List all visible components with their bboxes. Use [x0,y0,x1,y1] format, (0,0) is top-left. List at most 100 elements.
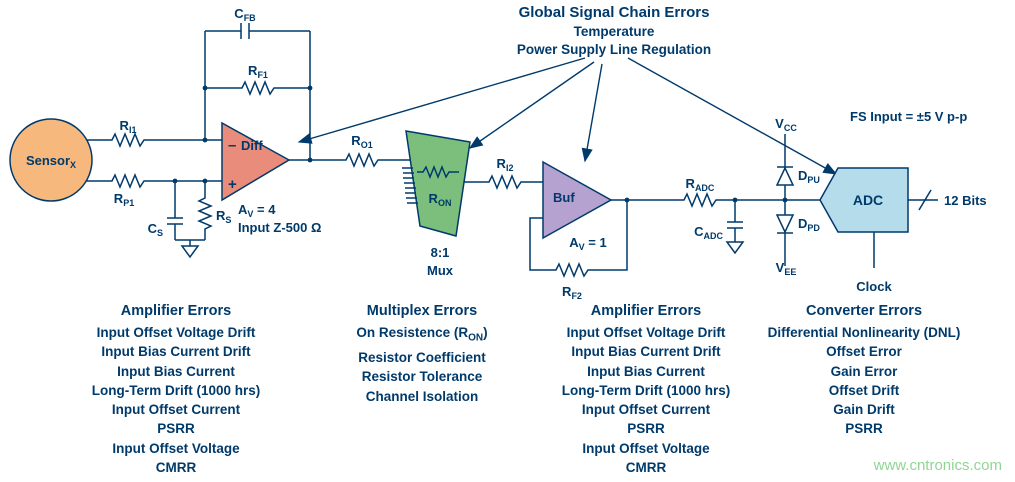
wire-diff-out-r-o1 [289,152,410,168]
label-v-ee: VEE [776,260,797,277]
diode-d-pu [775,166,795,186]
error-item: Input Bias Current Drift [571,344,721,360]
error-column-amplifier-2: Amplifier Errors Input Offset Voltage Dr… [528,302,764,477]
label-c-s: CS [148,221,163,238]
watermark: www.cntronics.com [873,457,1002,474]
header-subtitle-power-supply: Power Supply Line Regulation [517,42,711,57]
junction-dot [307,85,313,91]
error-item: Input Bias Current [587,363,705,379]
diff-amp-label: Diff [241,138,263,153]
diff-plus-sign: + [228,176,237,193]
mux-r-on-resistor [417,164,459,180]
junction-dot [202,178,208,184]
junction-dot [732,197,738,203]
sensor-label: SensorX [26,153,76,170]
header-title: Global Signal Chain Errors [519,4,710,21]
error-item: PSRR [845,421,883,437]
wire-buf-out-r-adc [611,192,820,208]
label-v-cc: VCC [775,116,797,133]
error-item: CMRR [625,460,667,476]
label-r-o1: RO1 [351,133,372,150]
error-column-items: Differential Nonlinearity (DNL) Offset Er… [744,323,984,439]
error-column-converter: Converter Errors Differential Nonlineari… [744,302,984,439]
wire-sensor-top-r-i1 [87,132,222,148]
junction-dots [172,85,788,203]
adc-body [819,167,909,233]
error-item: PSRR [627,421,665,437]
arrow-to-diff-amp [297,57,586,144]
header-subtitle-temperature: Temperature [574,24,655,39]
label-c-adc: CADC [694,224,723,241]
error-column-multiplex: Multiplex Errors On Resistence (RON) Resi… [304,302,540,406]
wire-mux-out-r-i2 [464,174,543,190]
junction-dot [172,178,178,184]
error-item: Gain Error [830,363,898,379]
error-item: On Resistence (RON) [356,325,488,344]
error-item: Gain Drift [833,402,895,418]
wire-r-f1-row [205,80,310,96]
label-r-adc: RADC [686,176,715,193]
error-item: Offset Error [826,344,902,360]
bits-label: 12 Bits [944,193,987,208]
error-item: PSRR [157,421,195,437]
error-column-title: Multiplex Errors [366,303,478,319]
error-item: Channel Isolation [365,388,479,404]
error-item: Input Offset Current [581,402,711,418]
error-item: Input Offset Current [111,402,241,418]
circuit-wires [86,23,938,278]
label-r-i1: RI1 [120,118,137,135]
label-r-f2: RF2 [562,284,582,301]
buffer-label: Buf [553,190,575,205]
error-item: CMRR [155,460,197,476]
wire-c-adc-branch [727,200,743,242]
label-r-f1: RF1 [248,63,268,80]
diode-d-pd [775,214,795,234]
error-item: Long-Term Drift (1000 hrs) [561,382,731,398]
junction-dot [307,157,313,163]
wire-r-s-branch [197,181,213,240]
label-c-fb: CFB [234,6,256,23]
bus-width-slash [918,189,932,211]
label-d-pd: DPD [798,216,820,233]
mux-input-pins [402,167,418,204]
adc-label: ADC [853,192,883,208]
global-error-arrows [297,57,838,175]
label-gain2: AV = 1 [569,235,606,252]
wire-c-fb-row [205,23,310,39]
buffer-triangle [542,160,613,240]
junction-dot [202,85,208,91]
error-column-title: Converter Errors [805,303,923,319]
label-r-on: RON [429,191,452,208]
label-gain1: AV = 4 [238,202,276,219]
label-r-p1: RP1 [114,191,134,208]
label-d-pu: DPU [798,168,820,185]
error-item: Differential Nonlinearity (DNL) [767,325,961,340]
diff-minus-sign: – [228,137,236,154]
error-item: Long-Term Drift (1000 hrs) [91,382,261,398]
arrow-to-mux [468,61,595,149]
mux-ratio-label: 8:1 [431,245,450,260]
junction-dot [782,197,788,203]
mux-body [405,130,471,237]
ground-symbol-input [180,245,200,259]
arrow-to-buffer [581,63,603,163]
error-item: Offset Drift [828,382,900,398]
label-r-i2: RI2 [497,156,514,173]
wire-sensor-bottom-r-p1 [86,173,222,189]
error-column-amplifier-1: Amplifier Errors Input Offset Voltage Dr… [58,302,294,477]
arrow-to-adc [627,57,838,175]
label-r-s: RS [216,208,231,225]
error-column-title: Amplifier Errors [590,303,702,319]
junction-dot [624,197,630,203]
error-column-title: Amplifier Errors [120,303,232,319]
error-item: Resistor Coefficient [358,349,486,365]
error-item: Input Offset Voltage [112,440,240,456]
label-input-impedance: Input Z-500 Ω [238,220,321,235]
mux-label: Mux [427,263,454,278]
fs-input-label: FS Input = ±5 V p-p [850,109,967,124]
